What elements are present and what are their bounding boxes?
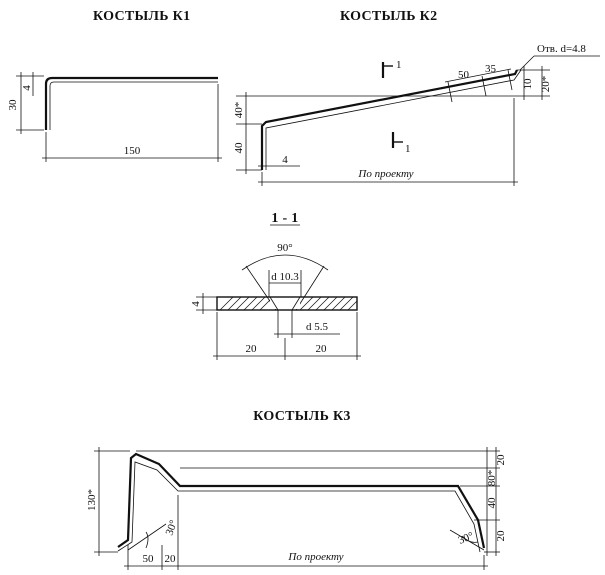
k1-part-inner bbox=[49, 81, 218, 130]
section-title: 1 - 1 bbox=[271, 211, 298, 226]
section-hole bbox=[270, 298, 300, 309]
section-plate bbox=[216, 296, 358, 311]
k2-dim-40-top: 40* bbox=[233, 102, 245, 119]
k2-drawing: КОСТЫЛЬ К2 Отв. d=4.8 1 1 50 35 10 20* bbox=[233, 9, 600, 186]
section-thickness: 4 bbox=[190, 301, 202, 307]
k2-part bbox=[260, 69, 518, 170]
k3-angle-right-arc bbox=[461, 535, 479, 543]
k3-dim-130: 130* bbox=[86, 489, 98, 511]
k3-angle-right: 30° bbox=[457, 530, 476, 547]
k3-dim-20: 20 bbox=[165, 553, 177, 565]
k3-dim-20-top: 20 bbox=[495, 454, 507, 466]
k3-dim-50: 50 bbox=[143, 553, 155, 565]
section-drawing: 1 - 1 90° d 10.3 bbox=[190, 211, 361, 360]
k3-angle-left: 30° bbox=[164, 518, 181, 537]
section-d-top: d 10.3 bbox=[271, 271, 299, 283]
k1-dim-150: 150 bbox=[124, 145, 141, 157]
k3-drawing: КОСТЫЛЬ К3 130* 20 80* 40 20 30° 30° bbox=[86, 409, 507, 570]
k1-dim-30: 30 bbox=[7, 99, 19, 111]
k1-dim-4: 4 bbox=[21, 85, 33, 91]
section-angle-arc bbox=[241, 254, 329, 271]
k3-angle-left-arc bbox=[145, 531, 149, 549]
k3-part-inner bbox=[117, 461, 481, 553]
section-hatching bbox=[219, 296, 358, 311]
k2-dim-35: 35 bbox=[485, 63, 497, 75]
k2-section-label-top: 1 bbox=[396, 59, 402, 71]
k2-ext-50-left bbox=[447, 81, 453, 103]
k2-part-inner bbox=[265, 69, 522, 170]
k2-dim-line-50-35 bbox=[444, 68, 512, 83]
k2-ext-35-right bbox=[507, 69, 513, 91]
section-d-bottom: d 5.5 bbox=[306, 321, 329, 333]
k3-part bbox=[117, 452, 486, 549]
k2-dim-10: 10 bbox=[522, 78, 534, 90]
section-angle: 90° bbox=[277, 242, 292, 254]
k1-part bbox=[44, 76, 218, 130]
k2-section-label-bottom: 1 bbox=[405, 143, 411, 155]
k3-dim-20-bottom: 20 bbox=[495, 530, 507, 542]
k2-title: КОСТЫЛЬ К2 bbox=[340, 9, 437, 24]
k2-hole-leader bbox=[519, 55, 535, 71]
k3-angle-left-line bbox=[127, 523, 167, 551]
k2-dim-20: 20* bbox=[540, 76, 552, 93]
k2-dim-4: 4 bbox=[282, 154, 288, 166]
section-hole-right bbox=[291, 296, 301, 311]
k2-ext-50-right bbox=[481, 75, 487, 97]
k3-title: КОСТЫЛЬ К3 bbox=[253, 409, 350, 424]
section-hole-left bbox=[269, 296, 279, 311]
k2-dim-length: По проекту bbox=[357, 168, 413, 180]
k3-dim-length: По проекту bbox=[287, 551, 343, 563]
k1-title: КОСТЫЛЬ К1 bbox=[93, 9, 190, 24]
k3-dim-40: 40 bbox=[486, 497, 498, 509]
section-dim-left: 20 bbox=[246, 343, 258, 355]
k1-drawing: КОСТЫЛЬ К1 30 4 150 bbox=[7, 9, 222, 162]
k2-hole-label: Отв. d=4.8 bbox=[537, 43, 586, 55]
section-dim-right: 20 bbox=[316, 343, 328, 355]
k3-dim-80: 80* bbox=[486, 470, 498, 487]
section-cs-right bbox=[295, 265, 325, 311]
k2-dim-40: 40 bbox=[233, 142, 245, 154]
k2-dim-50: 50 bbox=[458, 69, 470, 81]
